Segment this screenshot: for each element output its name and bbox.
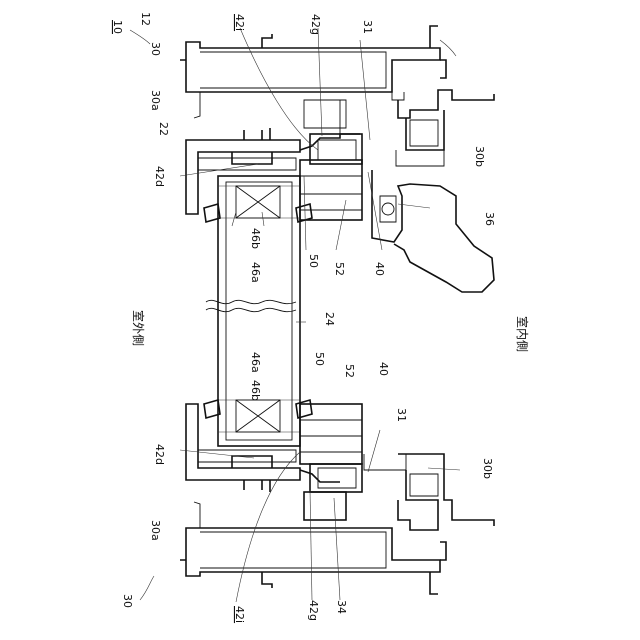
upper-outer-frame [180, 26, 446, 118]
label-46b-bottom: 46b [249, 380, 262, 401]
label-42g-bottom: 42g [307, 600, 320, 621]
label-40-top: 40 [373, 262, 386, 276]
label-frame-30-bottom: 30 [121, 594, 134, 608]
label-52-top: 52 [333, 262, 346, 276]
label-40-bottom: 40 [377, 362, 390, 376]
label-46a-bottom: 46a [249, 352, 262, 373]
handle [372, 170, 494, 292]
label-30b-top: 30b [473, 146, 486, 167]
label-frame-30-top: 30 [149, 42, 162, 56]
lower-inner-frame [364, 454, 494, 530]
label-42g-top: 42g [309, 14, 322, 35]
label-outdoor-side: 室外側 [131, 310, 146, 346]
label-42i-bottom: 42i [233, 606, 246, 623]
label-36: 36 [483, 212, 496, 226]
label-30b-bottom: 30b [481, 458, 494, 479]
glass-unit [204, 176, 312, 446]
label-frame-30a-bottom: 30a [149, 520, 162, 541]
upper-sash [186, 100, 362, 220]
label-34: 34 [335, 600, 348, 614]
reference-labels: 10 12 30 30a 22 42i 42g 31 42d 46b 46a 5… [111, 12, 530, 623]
label-31-bottom: 31 [395, 408, 408, 422]
label-52-bottom: 52 [343, 364, 356, 378]
lower-outer-frame [180, 502, 446, 594]
label-indoor-side: 室内側 [515, 316, 530, 352]
label-31-top: 31 [361, 20, 374, 34]
label-42d-top: 42d [153, 166, 166, 187]
label-42d-bottom: 42d [153, 444, 166, 465]
label-24: 24 [323, 312, 336, 326]
label-fig-10: 10 [111, 20, 124, 34]
label-50-bottom: 50 [313, 352, 326, 366]
label-frame-30a-top: 30a [149, 90, 162, 111]
label-46a-top: 46a [249, 262, 262, 283]
label-42i-top: 42i [233, 14, 246, 31]
label-46b-top: 46b [249, 228, 262, 249]
lower-sash [186, 404, 362, 520]
label-fig-12: 12 [139, 12, 152, 26]
label-50-top: 50 [307, 254, 320, 268]
label-fig-22: 22 [157, 122, 170, 136]
